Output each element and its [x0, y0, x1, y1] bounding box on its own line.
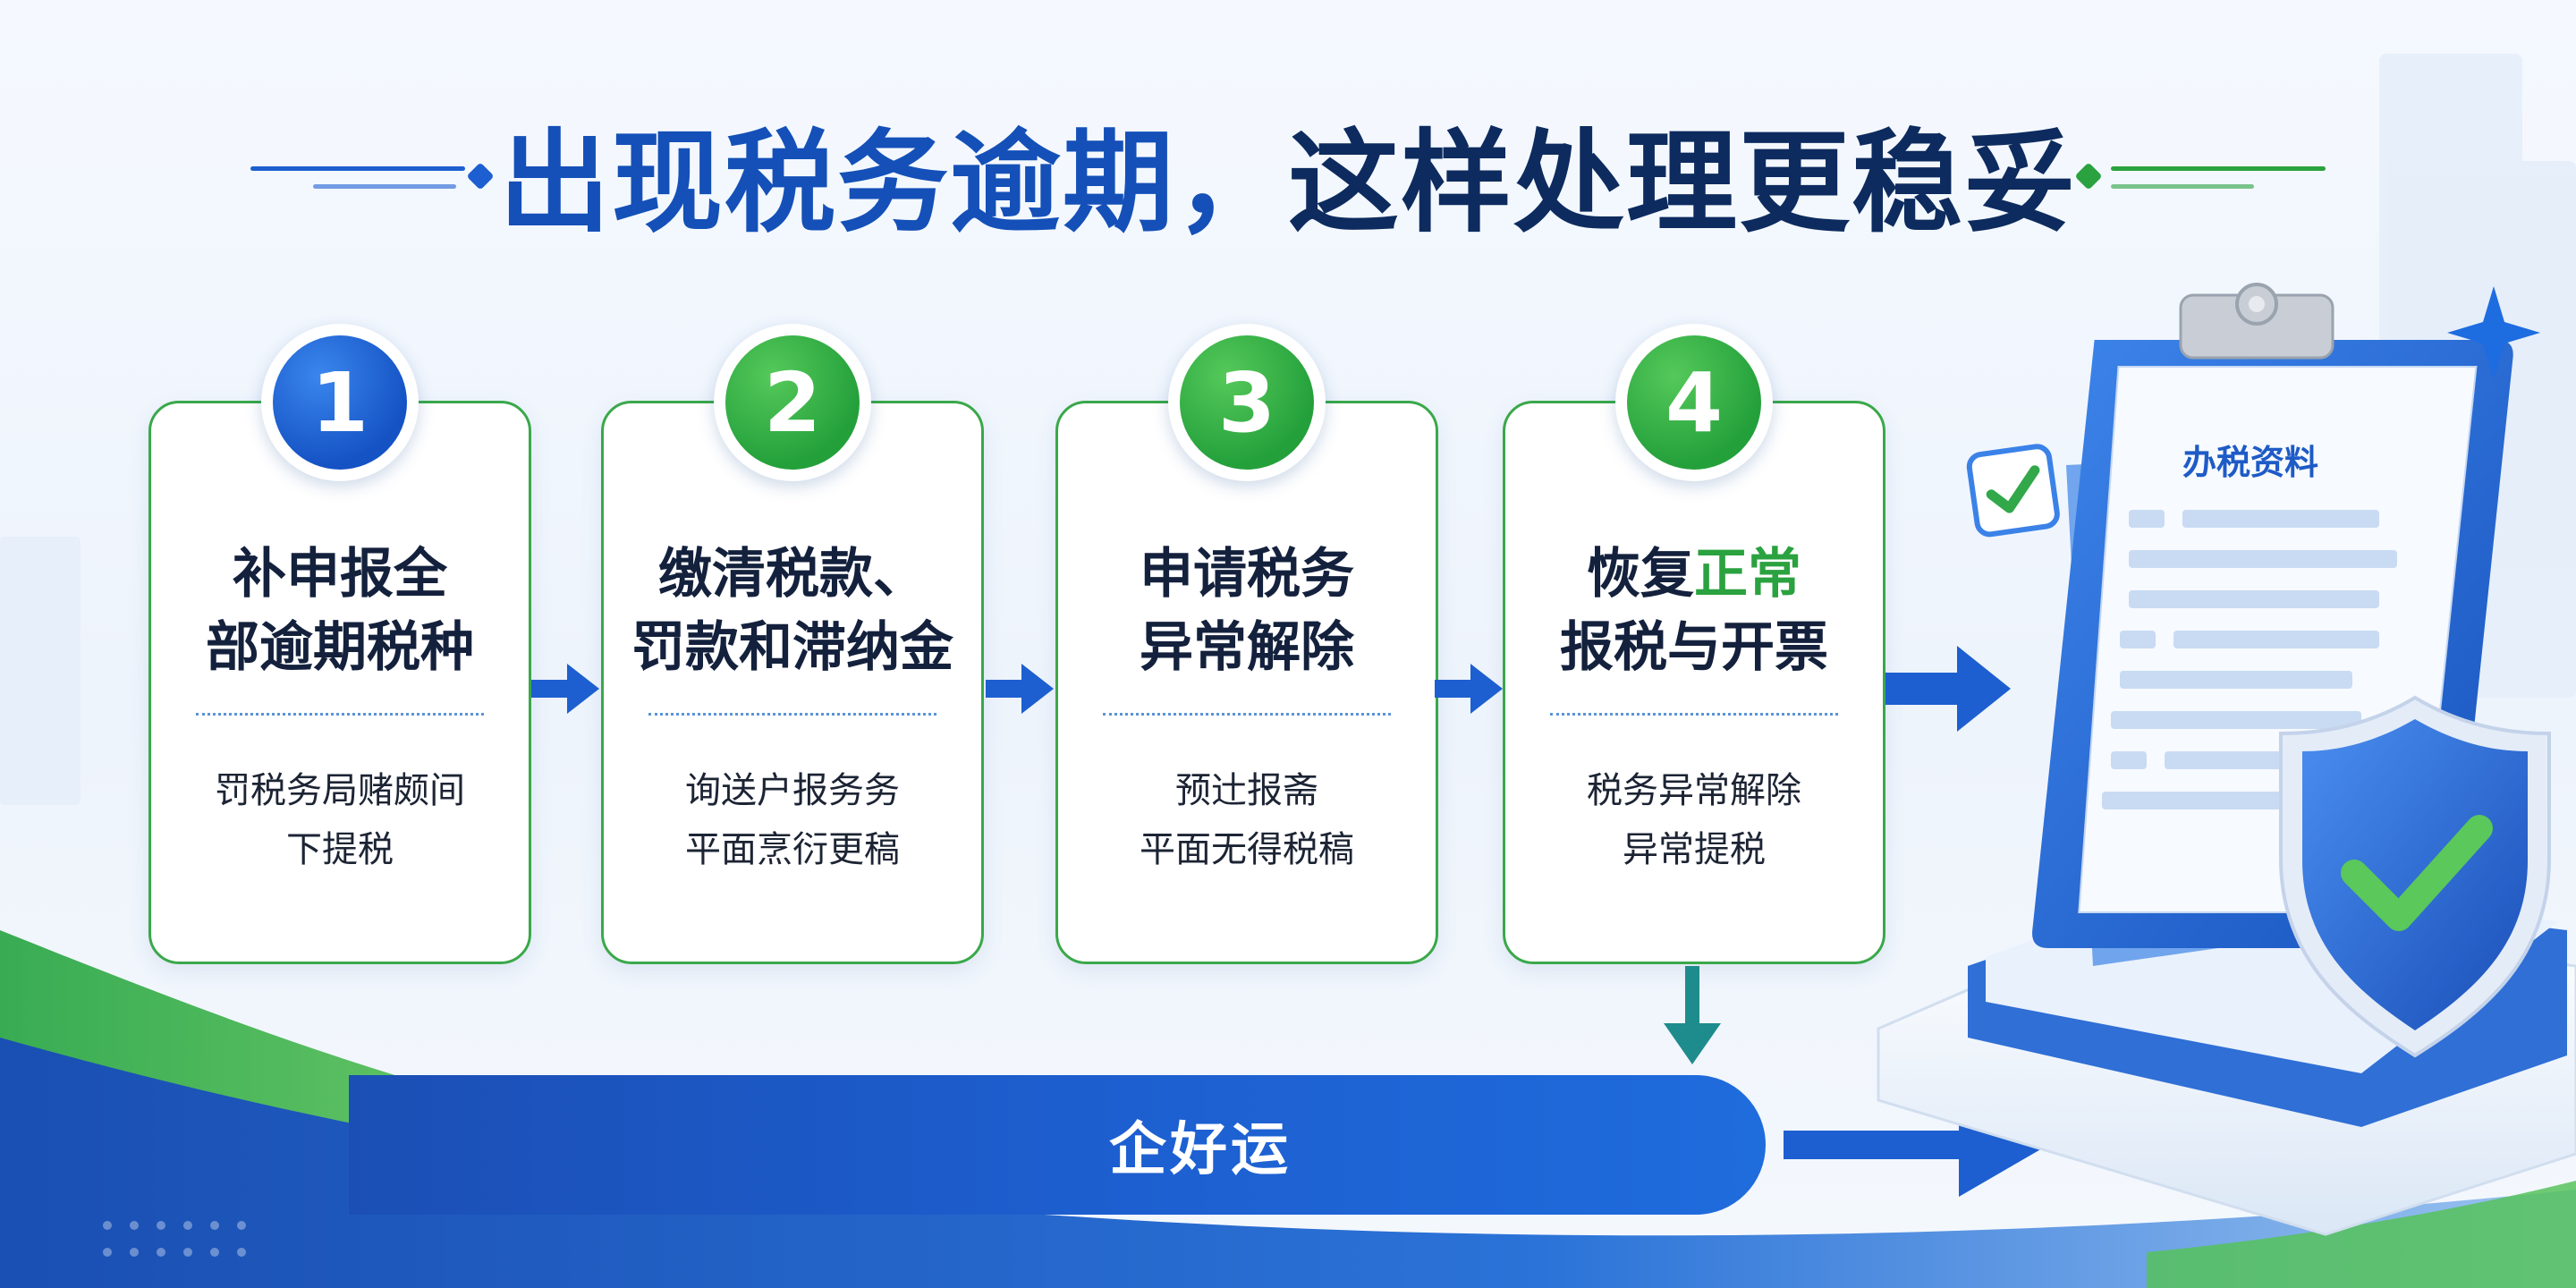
- step-4-divider: [1550, 713, 1838, 716]
- step-1-title-line1: 补申报全: [233, 543, 447, 606]
- step-2-description: 询送户报务务 平面烹衍更稿: [604, 761, 981, 879]
- step-4-number: 4: [1627, 335, 1761, 470]
- step-4-desc-line1: 税务异常解除: [1587, 770, 1801, 811]
- step-3-number: 3: [1180, 335, 1314, 470]
- step-3-description: 预辻报斋 平面无得税稿: [1058, 761, 1436, 879]
- step-2-number-badge: 2: [714, 324, 871, 481]
- step-3-title-line1: 申请税务: [1140, 543, 1354, 606]
- step-card-4: 恢复正常 报税与开票 税务异常解除 异常提税: [1503, 401, 1885, 964]
- document-title: 办税资料: [2182, 443, 2318, 482]
- step-1-number-badge: 1: [261, 324, 419, 481]
- step-3-number-badge: 3: [1168, 324, 1326, 481]
- clipboard-illustration: 办税资料: [1877, 283, 2576, 1236]
- arrow-right-icon: [531, 664, 599, 714]
- step-1-title-line2: 部逾期税种: [206, 616, 474, 679]
- step-2-title: 缴清税款、 罚款和滞纳金: [604, 538, 981, 684]
- step-4-title: 恢复正常 报税与开票: [1505, 538, 1883, 684]
- title-line-right-long: [2111, 166, 2326, 171]
- step-3-divider: [1103, 713, 1391, 716]
- banner-label: 企好运: [1109, 1117, 1292, 1183]
- title-line-left-long: [250, 166, 465, 171]
- step-2-title-line2: 罚款和滞纳金: [631, 616, 953, 679]
- title-line-left-short: [313, 184, 456, 189]
- step-1-divider: [196, 713, 484, 716]
- step-2-desc-line2: 平面烹衍更稿: [685, 829, 900, 870]
- step-3-title-line2: 异常解除: [1140, 616, 1354, 679]
- step-3-desc-line2: 平面无得税稿: [1140, 829, 1354, 870]
- shield-check-icon: [2279, 695, 2551, 1058]
- page-title-part2: 这样处理更稳妥: [1288, 119, 2078, 248]
- arrow-right-icon: [1435, 664, 1503, 714]
- arrow-right-icon: [986, 664, 1054, 714]
- sparkle-icon: [2447, 286, 2540, 379]
- step-3-desc-line1: 预辻报斋: [1175, 770, 1318, 811]
- step-card-3: 申请税务 异常解除 预辻报斋 平面无得税稿: [1055, 401, 1438, 964]
- step-4-title-part-a: 恢复: [1587, 543, 1694, 606]
- page-title-part1: 出现税务逾期，: [498, 119, 1288, 248]
- step-2-title-line1: 缴清税款、: [658, 543, 927, 606]
- step-2-desc-line1: 询送户报务务: [685, 770, 900, 811]
- step-card-2: 缴清税款、 罚款和滞纳金 询送户报务务 平面烹衍更稿: [601, 401, 984, 964]
- step-1-desc-line2: 下提税: [286, 829, 394, 870]
- title-line-right-short: [2111, 184, 2254, 189]
- step-1-title: 补申报全 部逾期税种: [151, 538, 529, 684]
- step-1-description: 罚税务局赌颇间 下提税: [151, 761, 529, 879]
- arrow-right-icon: [1885, 646, 2011, 732]
- step-4-description: 税务异常解除 异常提税: [1505, 761, 1883, 879]
- bottom-banner: 企好运: [349, 1075, 1766, 1215]
- arrow-down-icon: [1664, 966, 1721, 1064]
- step-4-desc-line2: 异常提税: [1623, 829, 1766, 870]
- step-4-title-line1: 恢复正常: [1505, 538, 1883, 611]
- step-2-divider: [648, 713, 936, 716]
- checkbox-icon: [1966, 444, 2060, 538]
- step-2-number: 2: [725, 335, 860, 470]
- step-card-1: 补申报全 部逾期税种 罚税务局赌颇间 下提税: [148, 401, 531, 964]
- page-title: 出现税务逾期，这样处理更稳妥: [0, 116, 2576, 250]
- step-1-desc-line1: 罚税务局赌颇间: [215, 770, 465, 811]
- step-4-title-line2: 报税与开票: [1560, 616, 1828, 679]
- step-4-title-highlight: 正常: [1694, 543, 1801, 606]
- step-4-number-badge: 4: [1615, 324, 1773, 481]
- step-1-number: 1: [273, 335, 407, 470]
- step-3-title: 申请税务 异常解除: [1058, 538, 1436, 684]
